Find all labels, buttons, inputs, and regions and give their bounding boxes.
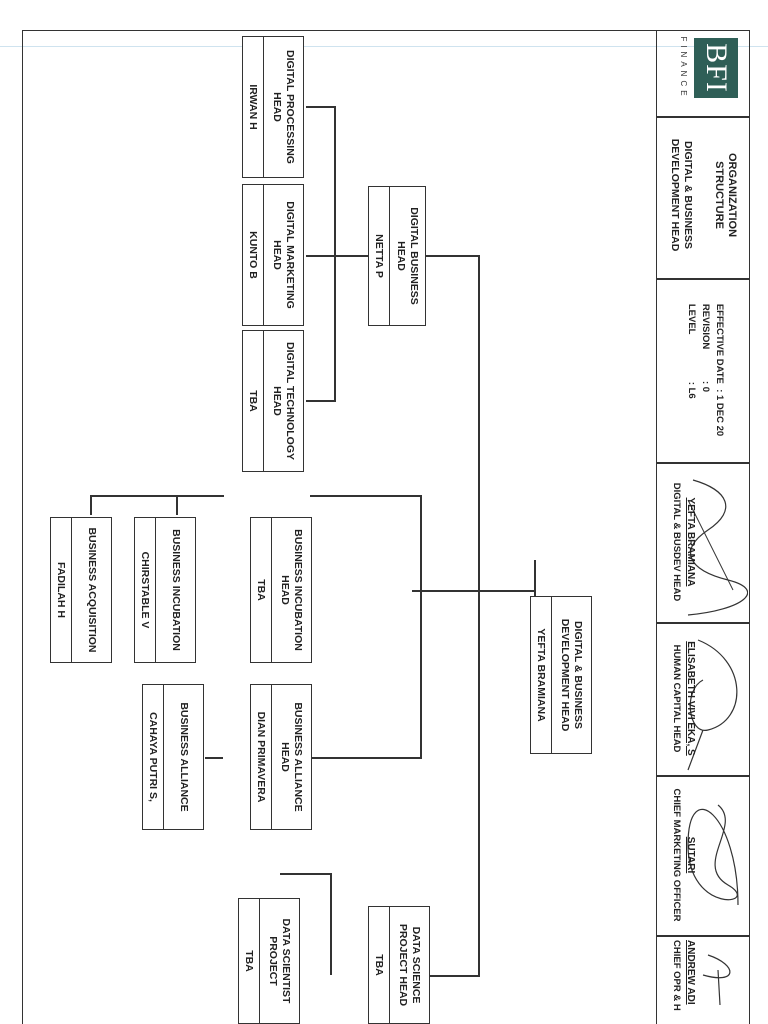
connector xyxy=(280,873,332,875)
sheet-frame xyxy=(22,30,750,1024)
connector xyxy=(420,255,480,257)
connector xyxy=(480,590,536,592)
node-business-alliance-head[interactable]: BUSINESS ALLIANCE HEAD DIAN PRIMAVERA xyxy=(250,684,312,830)
connector xyxy=(310,757,422,759)
scan-guide-line xyxy=(0,46,768,47)
connector xyxy=(310,495,422,497)
signature-2-scribble xyxy=(687,639,738,771)
node-name: FADILAH H xyxy=(55,562,67,618)
signature-4-scribble xyxy=(702,954,731,1006)
signature-2-title: HUMAN CAPITAL HEAD xyxy=(671,644,682,753)
node-title: DIGITAL PROCESSING HEAD xyxy=(263,37,303,177)
connector xyxy=(92,495,224,497)
node-title: BUSINESS INCUBATION xyxy=(155,518,195,662)
signature-1-name: YEFTA BRAMIANA xyxy=(685,497,696,587)
node-business-acquisition[interactable]: BUSINESS ACQUISITION FADILAH H xyxy=(50,517,112,663)
signature-2-name: ELISABETH VIVI EKA, S xyxy=(685,641,696,756)
page-title: ORGANIZATION STRUCTURE xyxy=(712,152,738,238)
node-title: DIGITAL MARKETING HEAD xyxy=(263,185,303,325)
node-root[interactable]: DIGITAL & BUSINESS DEVELOPMENT HEAD YEFT… xyxy=(530,596,592,754)
node-digital-technology-head[interactable]: DIGITAL TECHNOLOGY HEAD TBA xyxy=(242,330,304,472)
signature-4-title: CHIEF OPR & H xyxy=(671,940,682,1011)
node-title: DIGITAL BUSINESS HEAD xyxy=(389,187,425,325)
header-separator xyxy=(657,278,750,280)
signature-4-name: ANDREW ADI xyxy=(685,940,696,1005)
connector-digital-branch xyxy=(334,106,336,402)
node-title: BUSINESS ALLIANCE HEAD xyxy=(271,685,311,829)
node-digital-marketing-head[interactable]: DIGITAL MARKETING HEAD KUNTO B xyxy=(242,184,304,326)
node-name: TBA xyxy=(243,950,255,972)
bfi-logo: BFI xyxy=(694,38,738,98)
node-name: CAHAYA PUTRI S, xyxy=(147,712,159,802)
connector xyxy=(420,590,422,757)
node-title: DATA SCIENTIST PROJECT xyxy=(259,899,299,1023)
signature-3-scribble xyxy=(687,804,739,906)
signature-3-name: SUTARI xyxy=(685,836,696,874)
node-title: DIGITAL TECHNOLOGY HEAD xyxy=(263,331,303,471)
connector xyxy=(336,255,370,257)
node-business-alliance[interactable]: BUSINESS ALLIANCE CAHAYA PUTRI S, xyxy=(142,684,204,830)
connector xyxy=(306,255,336,257)
header-divider xyxy=(656,30,657,1024)
node-title: BUSINESS INCUBATION HEAD xyxy=(271,518,311,662)
node-data-science-project-head[interactable]: DATA SCIENCE PROJECT HEAD TBA xyxy=(368,906,430,1024)
connector xyxy=(330,873,332,975)
signature-3-title: CHIEF MARKETING OFFICER xyxy=(671,788,682,922)
node-name: CHIRSTABLE V xyxy=(139,551,151,629)
node-name: KUNTO B xyxy=(247,231,259,279)
logo-subtext: FINANCE xyxy=(679,36,688,100)
connector xyxy=(422,590,480,592)
connector xyxy=(420,495,422,590)
connector xyxy=(430,975,432,977)
node-business-incubation[interactable]: BUSINESS INCUBATION CHIRSTABLE V xyxy=(134,517,196,663)
node-digital-processing-head[interactable]: DIGITAL PROCESSING HEAD IRWAN H xyxy=(242,36,304,178)
node-data-scientist-project[interactable]: DATA SCIENTIST PROJECT TBA xyxy=(238,898,300,1024)
node-title: DATA SCIENCE PROJECT HEAD xyxy=(389,907,429,1023)
node-name: TBA xyxy=(247,390,259,412)
node-name: TBA xyxy=(373,954,385,976)
node-title: BUSINESS ACQUISITION xyxy=(71,518,111,662)
connector xyxy=(306,106,336,108)
node-name: DIAN PRIMAVERA xyxy=(255,711,267,803)
node-title: BUSINESS ALLIANCE xyxy=(163,685,203,829)
node-digital-business-head[interactable]: DIGITAL BUSINESS HEAD NETTA P xyxy=(368,186,426,326)
node-business-incubation-head[interactable]: BUSINESS INCUBATION HEAD TBA xyxy=(250,517,312,663)
signature-1-title: DIGITAL & BUSDEV HEAD xyxy=(671,482,682,602)
header-separator xyxy=(657,935,750,937)
node-name: IRWAN H xyxy=(247,84,259,130)
node-name: YEFTA BRAMIANA xyxy=(535,628,547,722)
node-name: TBA xyxy=(255,579,267,601)
connector xyxy=(432,975,480,977)
node-title: DIGITAL & BUSINESS DEVELOPMENT HEAD xyxy=(551,597,591,753)
connector xyxy=(176,495,178,515)
header-separator xyxy=(657,116,750,118)
signature-1-scribble xyxy=(687,479,748,616)
connector xyxy=(90,495,92,515)
meta-level: LEVEL : L6 xyxy=(686,303,697,399)
connector-trunk xyxy=(478,255,480,975)
connector xyxy=(306,400,336,402)
page-subtitle: DIGITAL & BUSINESS DEVELOPMENT HEAD xyxy=(669,138,694,252)
node-name: NETTA P xyxy=(373,234,385,278)
connector xyxy=(205,757,223,759)
